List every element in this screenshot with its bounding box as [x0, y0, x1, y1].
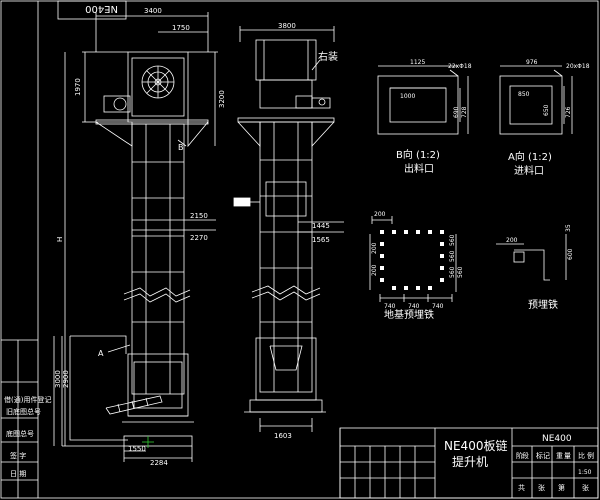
- detail-a-dim-inner-width: 850: [518, 91, 530, 98]
- detail-b-dim-inner-height: 690: [453, 106, 460, 118]
- detail-a-dim-inner-height: 650: [543, 104, 550, 116]
- front-dim-mid-2: 2270: [190, 234, 208, 242]
- foundation-dim-right-1: 560: [449, 234, 456, 246]
- foundation-dim-top: 200: [374, 211, 386, 218]
- front-dim-bottom-1: 1550: [128, 445, 146, 453]
- side-dim-right-2: 1565: [312, 236, 330, 244]
- strip-line-2: 旧底图总号: [6, 407, 41, 416]
- side-dim-top: 3800: [278, 22, 296, 30]
- title-scale: 1:50: [578, 469, 592, 476]
- center-mark: [142, 436, 154, 448]
- foundation-caption: 地基预埋铁: [384, 308, 434, 321]
- embedded-iron-detail: [496, 234, 567, 281]
- detail-b-caption-2: 出料口: [404, 162, 434, 175]
- title-cell-7: 比: [578, 451, 585, 460]
- detail-a-caption-2: 进料口: [514, 164, 544, 177]
- front-dim-right: 1750: [172, 24, 190, 32]
- detail-b-dim-top: 1125: [410, 59, 425, 66]
- title-cell-9: 共: [518, 483, 525, 492]
- title-cell-4: 记: [543, 452, 550, 460]
- detail-b-caption-1: B向 (1:2): [396, 148, 440, 161]
- foundation-dim-bottom-1: 740: [384, 303, 396, 310]
- detail-a-caption-1: A向 (1:2): [508, 150, 552, 163]
- title-cell-8: 例: [587, 451, 594, 460]
- stamp-label: NE400: [85, 3, 118, 14]
- detail-a-dim-top: 976: [526, 59, 538, 66]
- side-view: [233, 26, 344, 432]
- title-line-2: 提升机: [452, 454, 488, 469]
- foundation-dim-right-3: 560: [449, 266, 456, 278]
- detail-a-dim-bolts: 20xΦ18: [566, 63, 590, 70]
- front-dim-bottom-2: 2284: [150, 459, 168, 467]
- title-cell-5: 重: [556, 452, 563, 460]
- title-cell-3: 标: [536, 451, 543, 460]
- front-dim-mid-1: 2150: [190, 212, 208, 220]
- detail-a-dim-outer-height: 726: [565, 106, 572, 118]
- detail-b-view: [377, 65, 469, 135]
- strip-line-4: 签 字: [10, 451, 26, 460]
- foundation-dim-left-1: 200: [371, 242, 378, 254]
- label-view-b: B: [178, 143, 184, 152]
- foundation-points: [380, 230, 444, 290]
- embedded-iron-caption: 预埋铁: [528, 298, 558, 311]
- strip-line-3: 底图总号: [6, 429, 34, 438]
- stamp-box: [57, 0, 127, 20]
- detail-b-dim-outer-height: 728: [461, 106, 468, 118]
- detail-b-dim-inner-width: 1000: [400, 93, 415, 100]
- detail-b-dim-bolts: 22xΦ18: [448, 63, 472, 70]
- label-view-a: A: [98, 349, 104, 358]
- foundation-dim-bottom-2: 740: [408, 303, 420, 310]
- title-cell-6: 量: [564, 452, 571, 460]
- side-dim-bottom: 1603: [274, 432, 292, 440]
- side-label-right-mount: 右装: [318, 50, 338, 63]
- front-view: [53, 12, 218, 462]
- foundation-plan: [369, 216, 457, 302]
- foundation-dim-right-2: 560: [449, 250, 456, 262]
- front-dim-left-height: 1970: [74, 78, 82, 96]
- drawing-number: NE400: [542, 434, 572, 444]
- title-cell-12: 张: [582, 483, 589, 492]
- foundation-dim-right-4: 560: [457, 266, 464, 278]
- embedded-iron-dim-height: 600: [567, 248, 574, 260]
- foundation-dim-left-2: 200: [371, 264, 378, 276]
- front-dim-base-1: 3000: [54, 370, 62, 388]
- title-cell-2: 段: [522, 451, 529, 460]
- embedded-iron-dim-top: 200: [506, 237, 518, 244]
- embedded-iron-dim-right: 35: [565, 224, 572, 232]
- detail-a-view: [499, 65, 573, 135]
- foundation-dim-bottom-3: 740: [432, 303, 444, 310]
- front-dim-right-height: 3200: [218, 90, 226, 108]
- front-dim-base-2: 2900: [62, 370, 70, 388]
- title-cell-10: 张: [538, 483, 545, 492]
- strip-line-1: 借(通)用件登记: [4, 395, 51, 404]
- title-cell-1: 阶: [516, 451, 523, 460]
- side-dim-right-1: 1445: [312, 222, 330, 230]
- title-line-1: NE400板链: [444, 438, 507, 453]
- front-dim-overall: H: [56, 237, 64, 242]
- front-dim-top: 3400: [144, 7, 162, 15]
- strip-line-5: 日 期: [10, 470, 26, 478]
- title-cell-11: 第: [558, 483, 565, 492]
